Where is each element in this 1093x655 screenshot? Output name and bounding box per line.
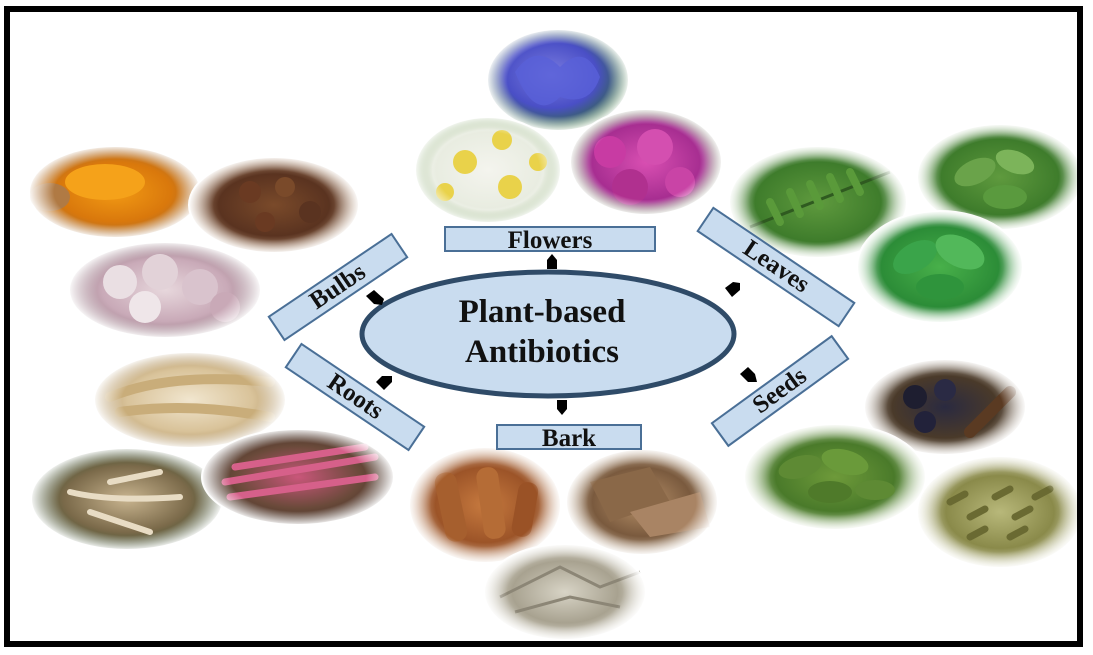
arrow-to-flowers — [547, 254, 557, 269]
bark-label: Bark — [496, 424, 642, 450]
bark-label-text: Bark — [542, 425, 596, 452]
center-title: Plant-based Antibiotics — [362, 270, 722, 390]
flowers-label: Flowers — [444, 226, 656, 252]
arrow-to-leaves — [725, 282, 740, 297]
flowers-label-text: Flowers — [508, 227, 593, 254]
center-title-line2: Antibiotics — [362, 332, 722, 372]
arrow-to-seeds — [740, 367, 757, 382]
center-title-line1: Plant-based — [362, 292, 722, 332]
arrow-to-bark — [557, 400, 567, 415]
diagram-frame: Plant-based Antibiotics Flowers Leaves S… — [4, 6, 1083, 647]
